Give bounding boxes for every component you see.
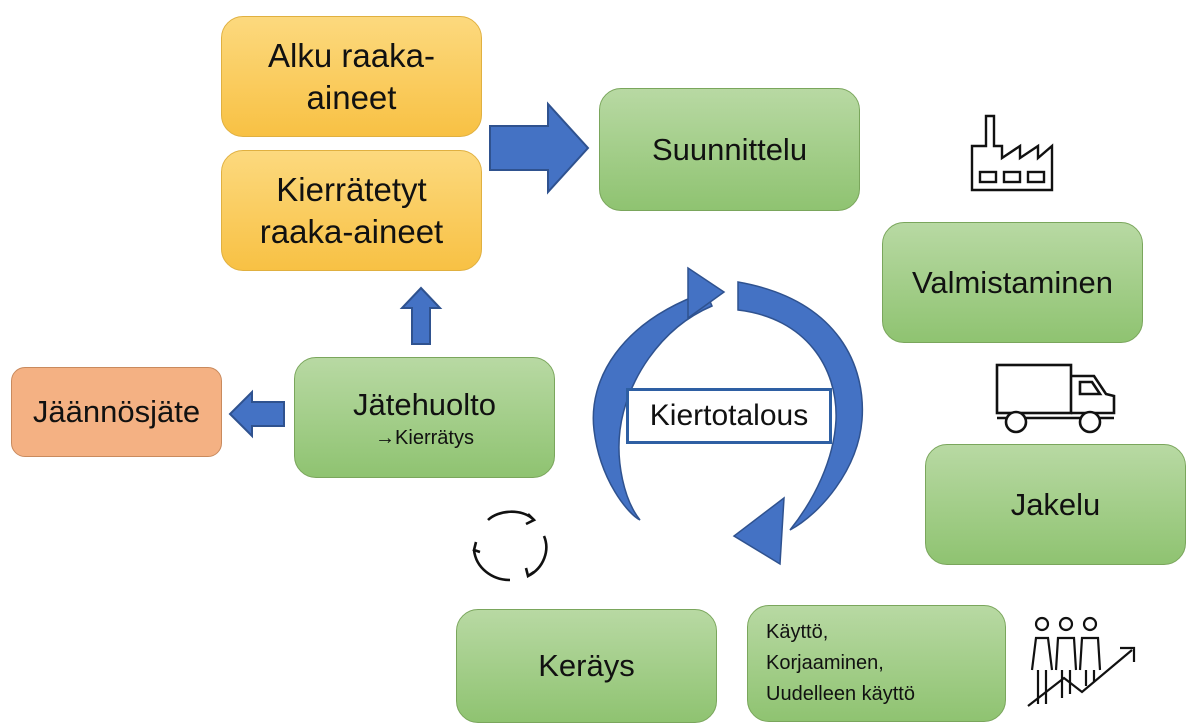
truck-icon <box>995 363 1116 434</box>
cycle-arrowhead-bottom <box>732 496 785 566</box>
node-valmistaminen: Valmistaminen <box>882 222 1143 343</box>
cycle-arrowhead-top <box>687 266 726 320</box>
jatehuolto-subtitle: →Kierrätys <box>375 426 474 449</box>
arrow-to-suunnittelu <box>489 101 590 195</box>
node-kaytto: Käyttö, Korjaaminen, Uudelleen käyttö <box>747 605 1006 722</box>
arrow-up-to-kierratetyt <box>399 286 443 345</box>
node-jatehuolto: Jätehuolto →Kierrätys <box>294 357 555 478</box>
node-jakelu: Jakelu <box>925 444 1186 565</box>
node-jaannosjate: Jäännösjäte <box>11 367 222 457</box>
center-label-kiertotalous: Kiertotalous <box>626 388 832 444</box>
node-keraus: Keräys <box>456 609 717 723</box>
factory-icon <box>970 114 1054 192</box>
recycle-cycle-icon <box>472 510 548 582</box>
people-growth-icon <box>1027 616 1136 707</box>
node-alku-raaka-aineet: Alku raaka- aineet <box>221 16 482 137</box>
node-kierratetyt-raaka-aineet: Kierrätetyt raaka-aineet <box>221 150 482 271</box>
jatehuolto-title: Jätehuolto <box>352 386 497 422</box>
node-suunnittelu: Suunnittelu <box>599 88 860 211</box>
arrow-left-to-jaannosjate <box>228 389 285 439</box>
